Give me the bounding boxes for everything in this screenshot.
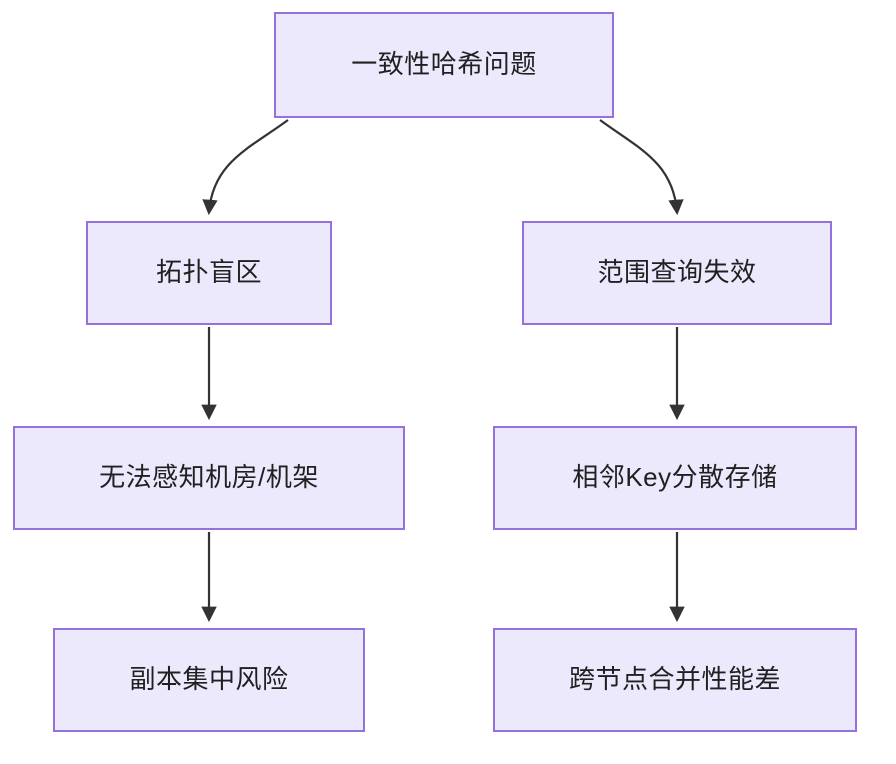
node-topology-blind-spot[interactable]: 拓扑盲区 (86, 221, 332, 325)
node-cross-node-merge-performance[interactable]: 跨节点合并性能差 (493, 628, 857, 732)
node-topology-blind-spot-label: 拓扑盲区 (155, 257, 262, 288)
node-root-label: 一致性哈希问题 (351, 49, 537, 80)
node-no-datacenter-rack-awareness[interactable]: 无法感知机房/机架 (13, 426, 405, 530)
node-replica-concentration-risk[interactable]: 副本集中风险 (53, 628, 365, 732)
edge-root-topology (202, 119, 289, 216)
node-replica-concentration-risk-label: 副本集中风险 (129, 664, 289, 695)
node-adjacent-key-scattered-storage[interactable]: 相邻Key分散存储 (493, 426, 857, 530)
node-root[interactable]: 一致性哈希问题 (274, 12, 614, 118)
node-no-datacenter-rack-awareness-label: 无法感知机房/机架 (99, 462, 319, 493)
node-adjacent-key-scattered-storage-label: 相邻Key分散存储 (572, 462, 778, 493)
edge-root-range-query (599, 119, 684, 216)
node-range-query-failure[interactable]: 范围查询失效 (522, 221, 832, 325)
node-cross-node-merge-performance-label: 跨节点合并性能差 (568, 664, 781, 695)
node-range-query-failure-label: 范围查询失效 (597, 257, 757, 288)
